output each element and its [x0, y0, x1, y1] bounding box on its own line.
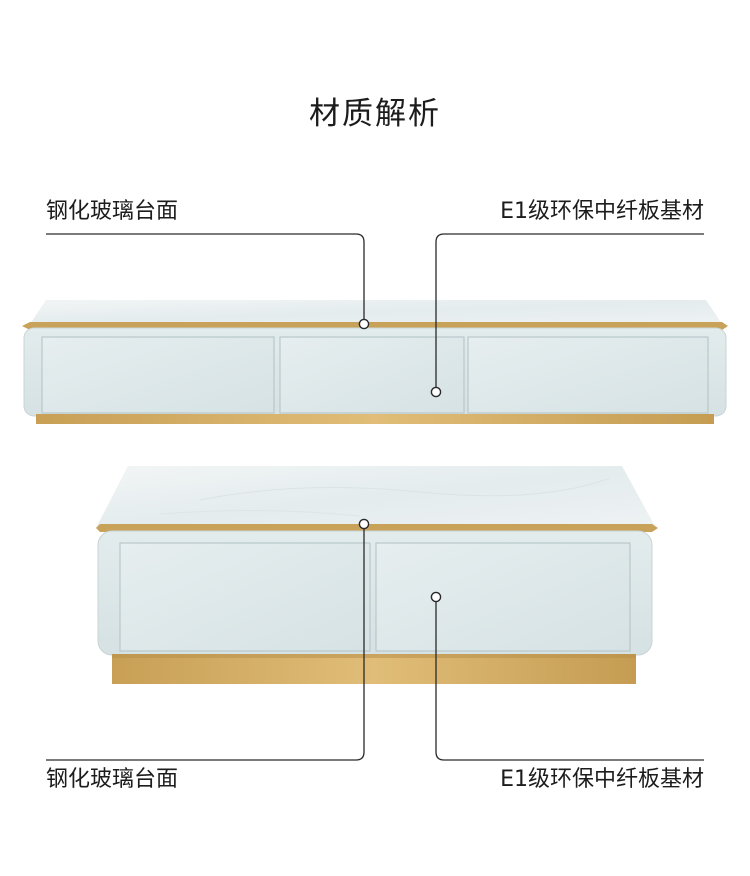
- tv-cabinet-gold-base: [36, 414, 714, 424]
- tv-cabinet-drawer-left: [41, 336, 275, 414]
- callout-dot-top-right: [430, 386, 442, 398]
- coffee-table-gold-base-shadow: [112, 654, 636, 658]
- coffee-table-gold-trim: [96, 524, 658, 532]
- leader-line-bottom-left: [46, 526, 365, 761]
- leader-line-top-left: [46, 233, 365, 322]
- leader-line-bottom-right: [435, 598, 704, 761]
- page-title: 材质解析: [309, 96, 441, 132]
- leader-line-top-right: [435, 233, 704, 390]
- tv-cabinet-drawer-middle: [279, 336, 465, 414]
- marble-vein: [159, 509, 361, 517]
- callout-dot-bottom-left: [358, 518, 370, 530]
- callout-label-mdf-board-2: E1级环保中纤板基材: [500, 767, 704, 792]
- tv-cabinet-glass-top: [30, 300, 722, 324]
- tv-cabinet: [22, 300, 728, 424]
- marble-vein: [199, 477, 611, 501]
- callout-dots: [358, 318, 442, 603]
- coffee-table-drawer-right: [375, 542, 631, 652]
- coffee-table-drawer-left: [119, 542, 371, 652]
- callout-label-glass-top-2: 钢化玻璃台面: [46, 767, 179, 792]
- callout-label-mdf-board: E1级环保中纤板基材: [500, 199, 704, 224]
- callout-label-glass-top: 钢化玻璃台面: [46, 199, 179, 224]
- tv-cabinet-drawer-right: [467, 336, 709, 414]
- coffee-table-gold-base: [112, 654, 636, 684]
- coffee-table: [96, 466, 658, 684]
- coffee-table-glass-top: [96, 466, 656, 528]
- callout-dot-bottom-right: [430, 591, 442, 603]
- callout-dot-top-left: [358, 318, 370, 330]
- callout-leaders: [46, 233, 704, 761]
